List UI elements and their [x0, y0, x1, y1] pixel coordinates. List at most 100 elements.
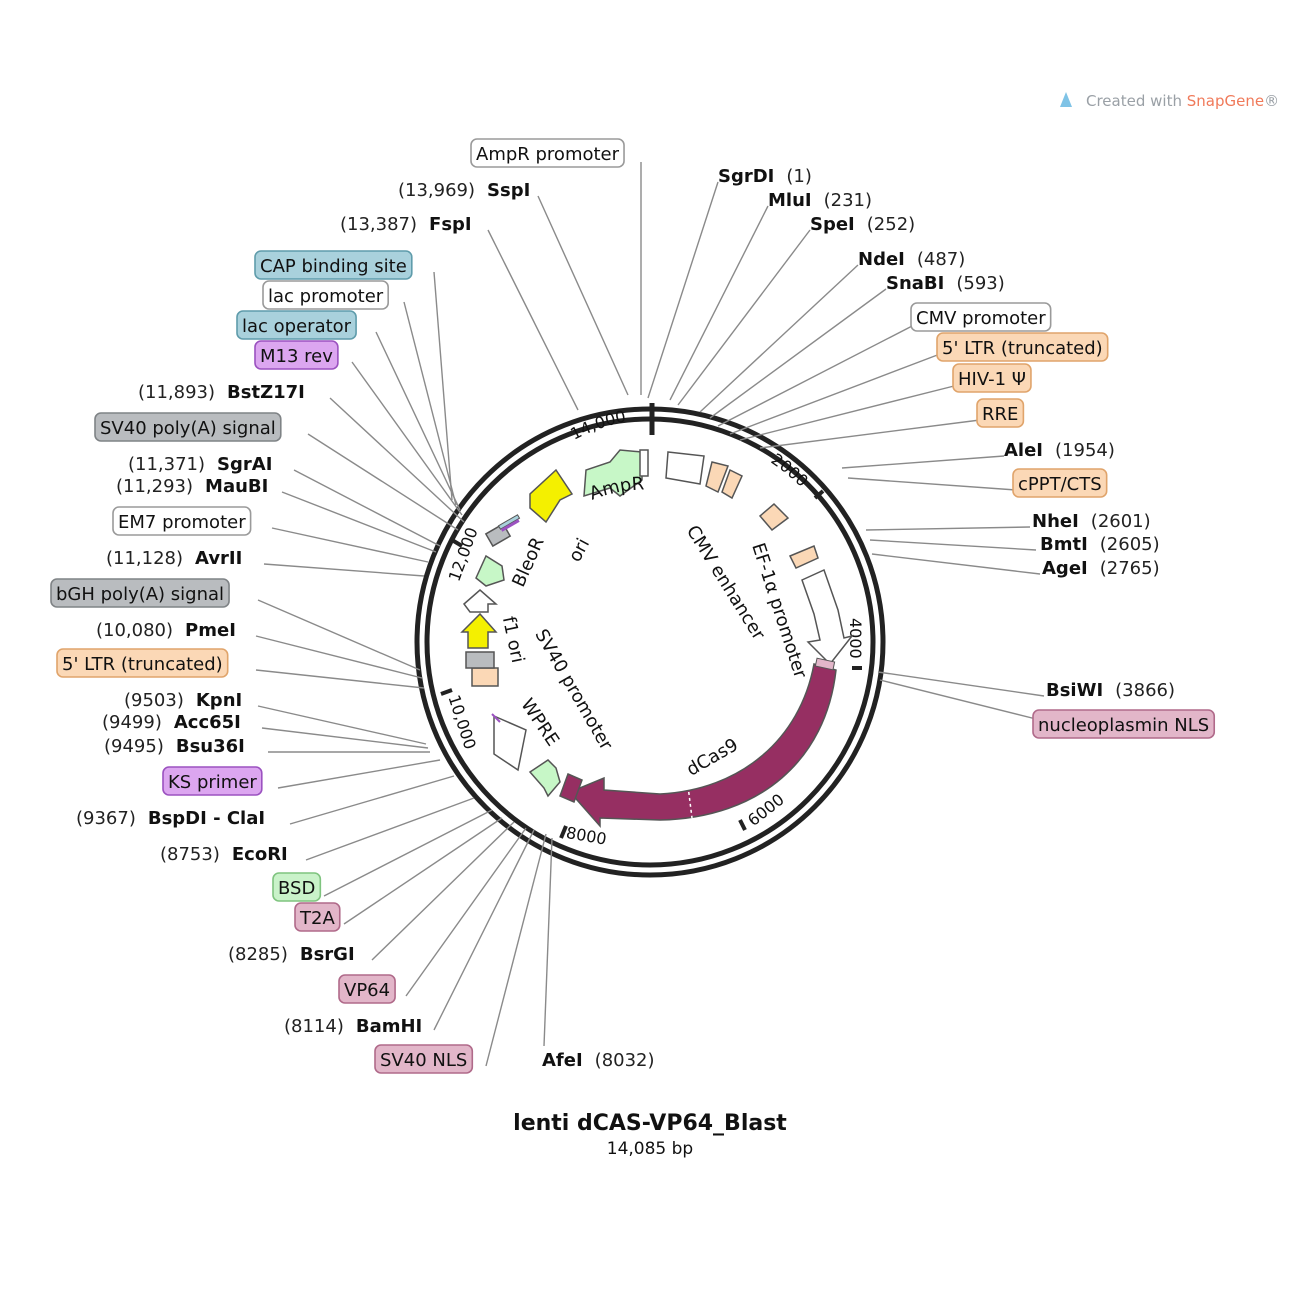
- svg-text:Created with SnapGene®: Created with SnapGene®: [1086, 92, 1279, 110]
- plasmid-title-block: lenti dCAS-VP64_Blast 14,085 bp: [513, 1111, 787, 1159]
- feature-label-t2a: T2A: [294, 902, 341, 932]
- feature-label-text: HIV-1 Ψ: [958, 369, 1026, 390]
- enzyme-position: (8753): [160, 844, 220, 865]
- ks-primer-mark: [491, 713, 501, 723]
- enzyme-site-sgrai: (11,371)SgrAI: [128, 454, 272, 475]
- feature-label-m13-rev: M13 rev: [254, 340, 339, 370]
- enzyme-name: BstZ17I: [227, 382, 305, 403]
- enzyme-name: NdeI: [858, 249, 905, 270]
- feature-label-lac-promoter: lac promoter: [262, 280, 389, 310]
- feature-label-nucleoplasmin-nls: nucleoplasmin NLS: [1032, 709, 1216, 739]
- cppt-box: [788, 544, 819, 569]
- plasmid-length: 14,085 bp: [607, 1139, 693, 1159]
- m13-rev-mark: [500, 519, 520, 532]
- feature-label-text: EM7 promoter: [118, 512, 246, 533]
- enzyme-position: (487): [917, 249, 965, 270]
- enzyme-name: AfeI: [542, 1050, 583, 1071]
- enzyme-site-maubi: (11,293)MauBI: [116, 476, 268, 497]
- enzyme-site-fspi: (13,387)FspI: [340, 214, 472, 235]
- enzyme-site-ndei: NdeI (487): [858, 249, 965, 270]
- leader-lines: [255, 162, 1045, 1067]
- outer-labels: AmpR promoter(13,969)SspI(13,387)FspISgr…: [50, 138, 1216, 1074]
- enzyme-position: (11,128): [106, 548, 183, 569]
- feature-label-text: nucleoplasmin NLS: [1038, 715, 1209, 736]
- feature-label-ks-primer: KS primer: [162, 766, 263, 796]
- enzyme-site-spei: SpeI (252): [810, 214, 915, 235]
- f1-ori-arrow: [460, 612, 498, 649]
- enzyme-name: AleI: [1004, 440, 1043, 461]
- tick-label: 8000: [565, 823, 608, 849]
- feature-label-text: CAP binding site: [260, 256, 407, 277]
- enzyme-position: (9495): [104, 736, 164, 757]
- feature-label-cap-binding-site: CAP binding site: [254, 250, 413, 280]
- bgh-polya-box: [465, 651, 495, 669]
- feature-label-text: 5' LTR (truncated): [942, 338, 1103, 359]
- feature-label-text: lac operator: [242, 316, 352, 337]
- ltr-truncated-box: [705, 461, 730, 494]
- enzyme-site-ecori: (8753) EcoRI: [160, 844, 288, 865]
- enzyme-site-acc65i: (9499)Acc65I: [102, 712, 241, 733]
- nucleoplasmin-nls-box: [814, 657, 836, 671]
- enzyme-name: KpnI: [196, 690, 242, 711]
- feature-label-text: SV40 poly(A) signal: [100, 418, 276, 439]
- feature-label-text: 5' LTR (truncated): [62, 654, 223, 675]
- enzyme-position: (11,371): [128, 454, 205, 475]
- enzyme-name: EcoRI: [232, 844, 288, 865]
- feature-label-vp64: VP64: [338, 974, 396, 1004]
- ef1a-promoter-arrow: [801, 568, 854, 666]
- snapgene-credit: Created with SnapGene®: [1060, 92, 1279, 110]
- ampr-arrow: [583, 449, 643, 498]
- enzyme-position: (13,387): [340, 214, 417, 235]
- tick-label: 14,000: [567, 407, 627, 444]
- enzyme-position: (9499): [102, 712, 162, 733]
- enzyme-site-pmei: (10,080)PmeI: [96, 620, 236, 641]
- enzyme-position: (231): [824, 190, 872, 211]
- ampr-promoter-box: [639, 449, 649, 477]
- feature-label-bsd: BSD: [272, 872, 322, 902]
- feature-label-text: BSD: [278, 878, 315, 899]
- feature-label-text: lac promoter: [268, 286, 384, 307]
- feature-label-5-ltr-truncated: 5' LTR (truncated): [936, 332, 1109, 362]
- feature-label-bgh-poly-a-signal: bGH poly(A) signal: [50, 578, 230, 608]
- plasmid-name: lenti dCAS-VP64_Blast: [513, 1111, 787, 1136]
- enzyme-position: (8114): [284, 1016, 344, 1037]
- enzyme-site-bsiwi: BsiWI(3866): [1046, 680, 1175, 701]
- enzyme-name: BmtI: [1040, 534, 1088, 555]
- inner-label-bleor: BleoR: [508, 534, 548, 590]
- inner-label-dcas9: dCas9: [683, 734, 742, 780]
- feature-label-text: RRE: [982, 404, 1018, 425]
- feature-label-cppt-cts: cPPT/CTS: [1012, 468, 1108, 498]
- enzyme-name: AvrII: [195, 548, 242, 569]
- sv40-promoter-arrow: [462, 589, 498, 613]
- feature-label-text: CMV promoter: [916, 308, 1046, 329]
- feature-label-hiv-1: HIV-1 Ψ: [952, 363, 1032, 393]
- enzyme-name: Bsu36I: [176, 736, 245, 757]
- feature-label-lac-operator: lac operator: [236, 310, 357, 340]
- enzyme-position: (13,969): [398, 180, 475, 201]
- enzyme-position: (3866): [1115, 680, 1175, 701]
- map-features: [460, 449, 854, 828]
- feature-label-text: KS primer: [168, 772, 257, 793]
- enzyme-name: SpeI: [810, 214, 855, 235]
- feature-label-sv40-nls: SV40 NLS: [374, 1044, 474, 1074]
- rre-box: [758, 502, 790, 532]
- feature-label-text: VP64: [344, 980, 390, 1001]
- enzyme-position: (9503): [124, 690, 184, 711]
- enzyme-position: (252): [867, 214, 915, 235]
- tick-label: 4000: [846, 618, 865, 659]
- enzyme-position: (11,293): [116, 476, 193, 497]
- enzyme-position: (593): [956, 273, 1004, 294]
- feature-label-text: T2A: [299, 908, 335, 929]
- enzyme-name: MluI: [768, 190, 812, 211]
- enzyme-position: (2765): [1100, 558, 1160, 579]
- vp64-box: [559, 772, 583, 804]
- enzyme-position: (9367): [76, 808, 136, 829]
- enzyme-position: (8032): [595, 1050, 655, 1071]
- enzyme-name: PmeI: [185, 620, 236, 641]
- enzyme-site-sgrdi: SgrDI(1): [718, 166, 812, 187]
- inner-label-cmv-enhancer: CMV enhancer: [682, 522, 769, 645]
- enzyme-site-bmti: BmtI(2605): [1040, 534, 1160, 555]
- feature-label-5-ltr-truncated: 5' LTR (truncated): [56, 648, 229, 678]
- feature-label-ampr-promoter: AmpR promoter: [470, 138, 625, 168]
- feature-label-text: bGH poly(A) signal: [56, 584, 224, 605]
